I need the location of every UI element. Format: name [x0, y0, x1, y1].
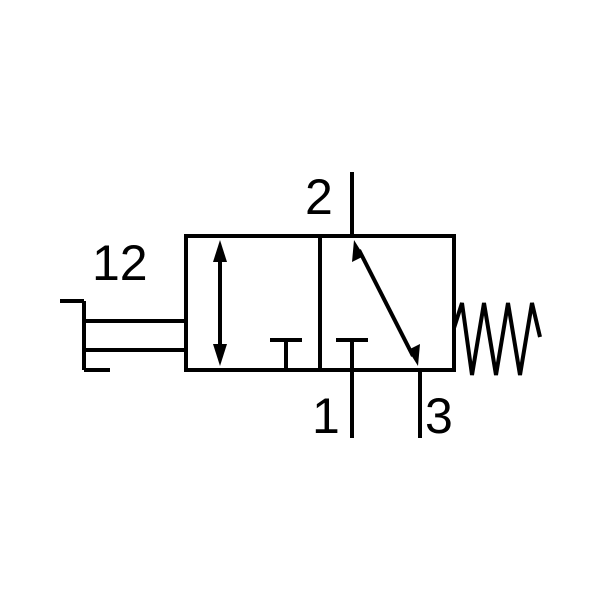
double-arrow-icon: [213, 240, 227, 366]
blocked-port-icon-right: [336, 338, 368, 370]
port-label-1: 1: [312, 388, 340, 444]
pushbutton-actuator-icon: [60, 299, 186, 372]
spring-return-icon: [452, 302, 542, 376]
blocked-port-icon-left: [270, 338, 302, 370]
port-label-3: 3: [425, 388, 453, 444]
port-label-2: 2: [305, 169, 333, 225]
diagonal-arrow-icon: [352, 240, 420, 366]
port-label-12: 12: [92, 235, 148, 291]
